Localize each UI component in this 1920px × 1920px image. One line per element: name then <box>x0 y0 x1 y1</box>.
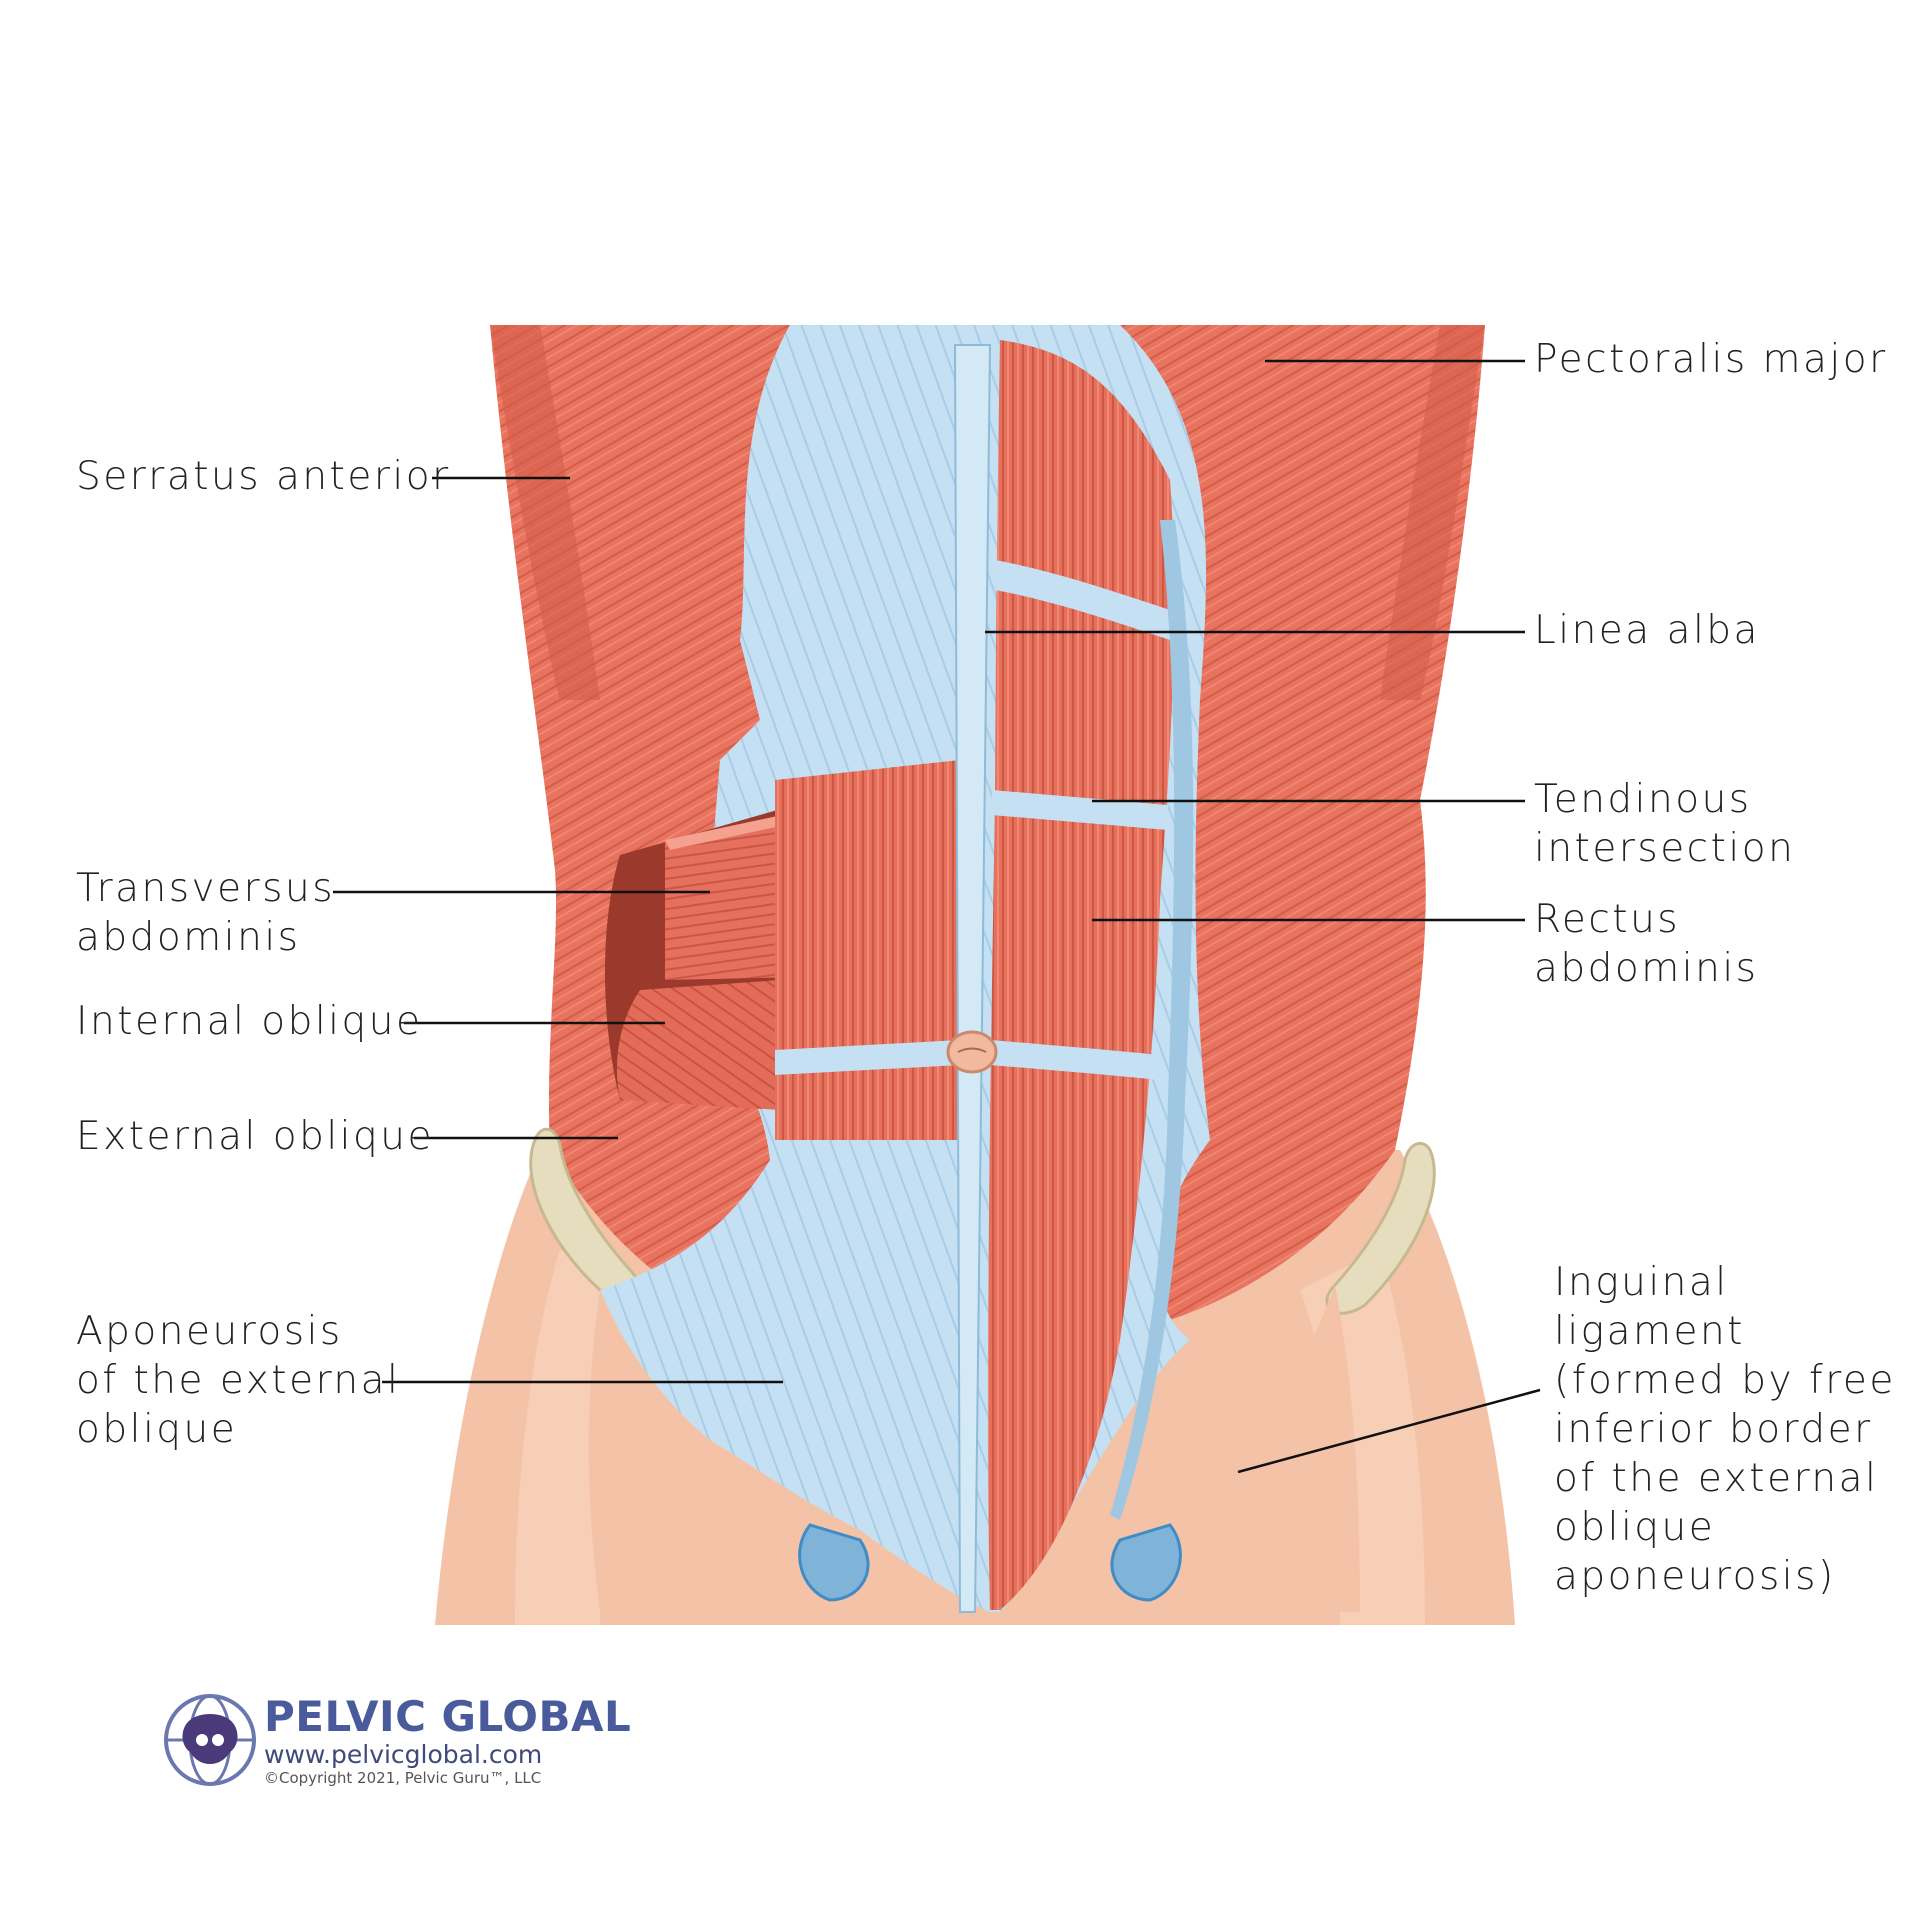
label-linea-alba: Linea alba <box>1534 608 1760 653</box>
tendinous-intersection-3 <box>990 1040 1160 1080</box>
internal-oblique-region <box>616 980 780 1110</box>
iliac-crest-right <box>1325 1141 1436 1315</box>
umbilicus <box>946 1030 998 1074</box>
leader-lines <box>333 359 1541 1474</box>
tendinous-intersection-2 <box>992 790 1168 830</box>
tendinous-intersection-1 <box>995 560 1170 640</box>
rectus-left <box>775 760 960 1140</box>
brand-title: PELVIC GLOBAL <box>264 1692 632 1741</box>
label-external-oblique: External oblique <box>76 1114 434 1159</box>
label-transversus-abdominis: Transversus abdominis <box>76 866 336 960</box>
label-internal-oblique: Internal oblique <box>76 999 423 1044</box>
label-rectus-abdominis: Rectus abdominis <box>1534 897 1759 991</box>
label-aponeurosis: Aponeurosis of the external oblique <box>76 1309 401 1452</box>
brand-copyright: ©Copyright 2021, Pelvic Guru™, LLC <box>264 1769 542 1787</box>
rectus-abdominis <box>987 340 1175 1610</box>
brand-logo-block: PELVIC GLOBAL www.pelvicglobal.com ©Copy… <box>160 1690 631 1790</box>
label-pectoralis-major: Pectoralis major <box>1534 337 1888 382</box>
label-serratus-anterior: Serratus anterior <box>76 454 451 499</box>
pelvic-global-logo-icon <box>164 1694 256 1786</box>
iliac-crest-left <box>529 1127 640 1300</box>
label-inguinal-ligament: Inguinal ligament (formed by free inferi… <box>1554 1260 1896 1599</box>
label-tendinous-intersection: Tendinous intersection <box>1534 777 1796 871</box>
linea-alba <box>953 344 992 1613</box>
brand-url[interactable]: www.pelvicglobal.com <box>264 1740 543 1769</box>
